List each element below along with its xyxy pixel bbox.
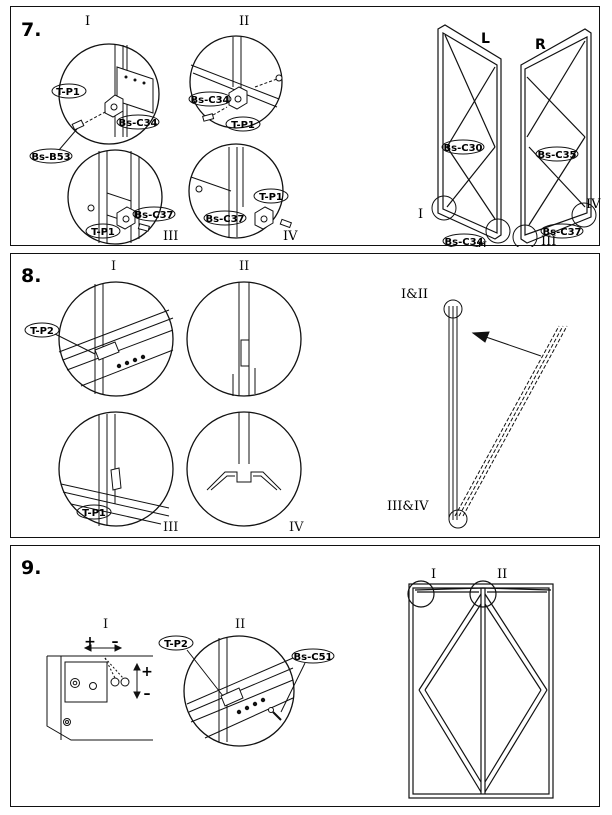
callout-oval bbox=[158, 635, 194, 651]
side-label-right: R bbox=[535, 37, 546, 53]
callout-oval bbox=[24, 322, 60, 338]
top-detail-label: I&II bbox=[401, 287, 428, 302]
callout-bs-c34-frame: Bs-C34 bbox=[445, 237, 484, 247]
callout-oval bbox=[441, 139, 485, 155]
callout-oval bbox=[29, 148, 73, 164]
detail-label-IV: IV bbox=[283, 229, 298, 244]
detail-label-II: II bbox=[239, 14, 249, 29]
bottom-detail-label: III&IV bbox=[387, 499, 429, 514]
detail-I: I bbox=[46, 617, 153, 741]
callout-tp1: T-P1 bbox=[82, 508, 106, 519]
step-9-panel: 9. I + – + – II T-P2 bbox=[10, 545, 600, 807]
detail-label-I: I bbox=[85, 14, 90, 29]
callout-oval bbox=[203, 210, 247, 226]
detail-label-III: III bbox=[163, 520, 178, 535]
callout-oval bbox=[442, 233, 486, 247]
leader-line bbox=[54, 333, 96, 355]
side-label-left: L bbox=[481, 31, 490, 47]
callout-bs-c35: Bs-C35 bbox=[538, 150, 577, 161]
callout-bs-c51: Bs-C51 bbox=[294, 652, 333, 663]
step-8-panel: 8. I T-P2 II III T-P1 bbox=[10, 253, 600, 538]
callout-oval bbox=[253, 188, 289, 204]
callout-bs-c34-II: Bs-C34 bbox=[191, 95, 230, 106]
callout-bs-c37-III: Bs-C37 bbox=[135, 210, 174, 221]
door-install-view bbox=[443, 299, 568, 529]
frame-label-I: I bbox=[431, 567, 436, 582]
detail-label-II: II bbox=[239, 259, 249, 274]
callout-oval bbox=[291, 648, 335, 664]
callout-bs-c37-IV: Bs-C37 bbox=[206, 214, 245, 225]
callout-oval bbox=[535, 146, 579, 162]
leader-line bbox=[280, 662, 306, 713]
step-8-drawing: 8. I T-P2 II III T-P1 bbox=[21, 259, 568, 535]
frame-label-IV: IV bbox=[586, 197, 601, 212]
adjust-plus-horizontal: + bbox=[84, 634, 96, 650]
callout-oval bbox=[85, 223, 121, 239]
door-frame-left bbox=[437, 24, 502, 240]
detail-IV: IV bbox=[186, 411, 304, 535]
callout-oval bbox=[188, 91, 232, 107]
callout-tp1-I: T-P1 bbox=[56, 87, 80, 98]
double-door-assembly bbox=[407, 580, 554, 799]
step-number: 9. bbox=[21, 557, 41, 579]
detail-II: II bbox=[189, 14, 283, 129]
adjust-minus-vertical: – bbox=[144, 686, 151, 702]
leader-line bbox=[58, 128, 78, 151]
callout-oval bbox=[51, 83, 87, 99]
callout-tp1-III: T-P1 bbox=[91, 227, 115, 238]
detail-II: II bbox=[183, 617, 295, 747]
detail-I: I bbox=[58, 14, 160, 145]
callout-oval bbox=[76, 504, 112, 520]
detail-circle-II bbox=[485, 218, 511, 244]
callout-oval bbox=[225, 116, 261, 132]
step-7-panel: 7. I T-P1 Bs-C34 Bs-B53 II Bs-C34 T-P1 bbox=[10, 6, 601, 247]
adjust-plus-vertical: + bbox=[141, 664, 153, 680]
step-number: 7. bbox=[21, 19, 41, 41]
detail-label-I: I bbox=[103, 617, 108, 632]
callout-tp1-IV: T-P1 bbox=[259, 192, 283, 203]
callout-bs-c30: Bs-C30 bbox=[444, 143, 483, 154]
detail-label-II: II bbox=[235, 617, 245, 632]
callout-bs-b53: Bs-B53 bbox=[31, 152, 70, 163]
callout-bs-c34-I: Bs-C34 bbox=[119, 118, 158, 129]
callout-tp2: T-P2 bbox=[30, 326, 54, 337]
step-7-drawing: 7. I T-P1 Bs-C34 Bs-B53 II Bs-C34 T-P1 bbox=[21, 14, 601, 247]
callout-oval bbox=[116, 114, 160, 130]
detail-I: I bbox=[58, 259, 174, 397]
detail-circle-I bbox=[431, 195, 457, 221]
callout-tp1-II: T-P1 bbox=[231, 120, 255, 131]
detail-circle-III bbox=[512, 224, 538, 247]
frame-label-I: I bbox=[418, 207, 423, 222]
callout-tp2: T-P2 bbox=[164, 639, 188, 650]
detail-III: III bbox=[67, 149, 178, 245]
callout-oval bbox=[132, 206, 176, 222]
detail-label-III: III bbox=[163, 229, 178, 244]
detail-IV: IV bbox=[188, 143, 298, 244]
frame-label-II: II bbox=[477, 240, 487, 247]
detail-III: III bbox=[58, 411, 178, 535]
detail-label-IV: IV bbox=[289, 520, 304, 535]
step-number: 8. bbox=[21, 265, 41, 287]
detail-circle-IV bbox=[571, 202, 597, 228]
callout-oval bbox=[540, 223, 584, 239]
door-frame-right bbox=[520, 28, 592, 244]
frame-label-II: II bbox=[497, 567, 507, 582]
adjust-minus-horizontal: – bbox=[112, 634, 119, 650]
callout-bs-c37-frame: Bs-C37 bbox=[543, 227, 582, 238]
leader-line bbox=[186, 649, 224, 697]
detail-II: II bbox=[186, 259, 302, 397]
step-9-drawing: 9. I + – + – II T-P2 bbox=[21, 557, 554, 799]
detail-label-I: I bbox=[111, 259, 116, 274]
